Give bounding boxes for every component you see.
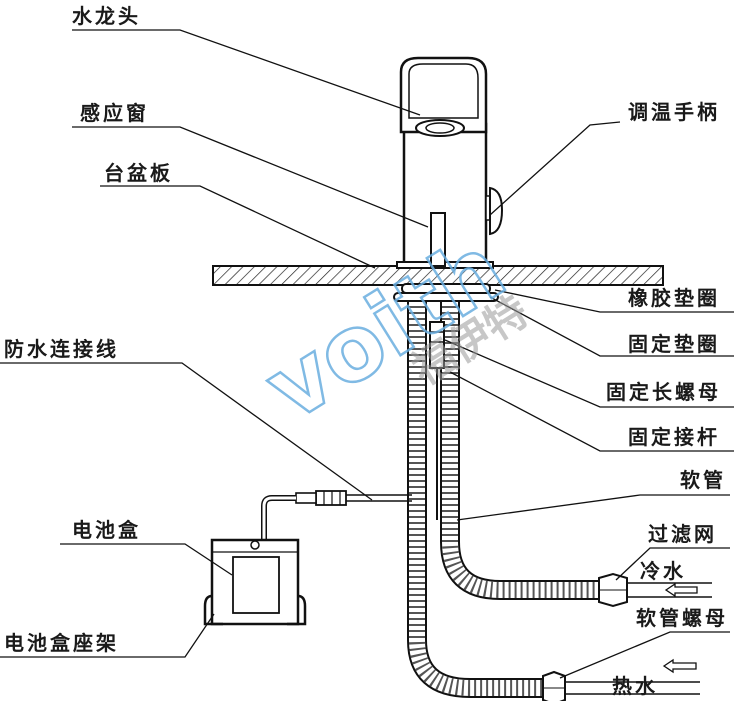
label-faucet: 水龙头 [72,4,141,28]
label-waterproof-cable: 防水连接线 [4,337,119,361]
label-fixing-long-nut: 固定长螺母 [606,380,721,404]
hose-nut-connector [542,670,566,706]
gasket-stack [393,283,499,302]
faucet-body [396,56,494,269]
battery-box-holder-part [203,594,307,626]
label-filter-net: 过滤网 [648,522,717,546]
label-battery-box-holder: 电池盒座架 [4,631,119,655]
hot-water-arrow-icon [662,658,697,674]
fixing-long-nut-part [429,321,445,520]
label-sensor-window: 感应窗 [80,101,149,125]
cold-water-arrow-icon [664,582,698,598]
battery-box-part [210,538,300,626]
label-cold-water: 冷水 [640,559,686,583]
label-hose-nut: 软管螺母 [636,606,728,630]
label-basin-board: 台盆板 [104,161,173,185]
hose-braid [407,300,600,698]
label-hose: 软管 [680,468,726,492]
label-fixing-rod: 固定接杆 [628,425,720,449]
label-temp-handle: 调温手柄 [628,100,720,124]
cold-water-pipe [627,582,712,598]
temp-handle-part [485,186,504,236]
brand-watermark: voith 福伊特 [247,215,537,444]
leader-lines [0,29,734,679]
hot-water-pipe [565,681,700,695]
waterproof-cable-part [261,490,412,540]
label-battery-box: 电池盒 [72,518,141,542]
label-rubber-gasket: 橡胶垫圈 [628,286,720,310]
filter-net-connector [598,572,628,608]
label-hot-water: 热水 [612,674,658,698]
label-fixing-gasket: 固定垫圈 [628,332,720,356]
